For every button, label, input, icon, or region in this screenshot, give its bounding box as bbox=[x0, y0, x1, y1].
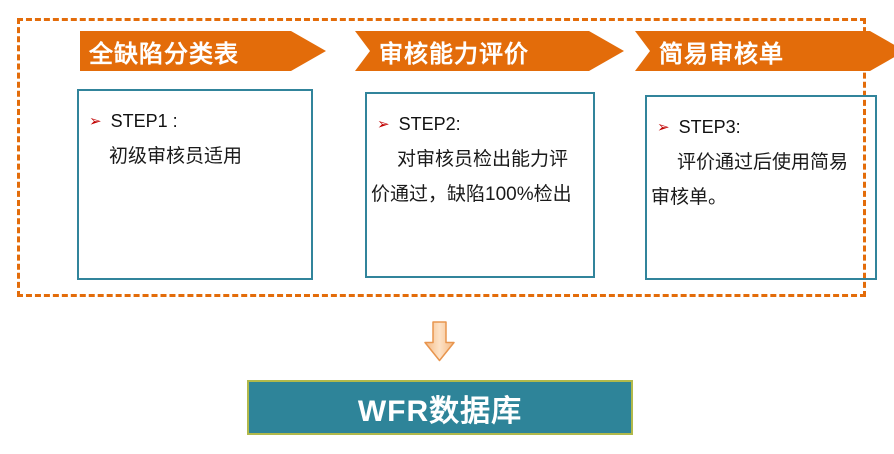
step1-header-label: 全缺陷分类表 bbox=[89, 40, 239, 68]
step3-box: ➢ STEP3: 评价通过后使用简易 审核单。 bbox=[645, 95, 877, 280]
step3-header-chevron: 简易审核单 bbox=[635, 31, 894, 71]
step3-header-label: 简易审核单 bbox=[659, 40, 784, 68]
red-arrow-bullet-icon: ➢ bbox=[89, 113, 102, 130]
down-arrow-icon bbox=[424, 321, 455, 362]
step3-title-row: ➢ STEP3: bbox=[657, 110, 875, 145]
step2-body-line: 对审核员检出能力评 bbox=[397, 149, 569, 170]
red-arrow-bullet-icon: ➢ bbox=[377, 116, 390, 133]
process-dashed-frame bbox=[17, 18, 866, 297]
step3-body-line: 评价通过后使用简易 bbox=[677, 152, 849, 173]
step3-label: STEP3: bbox=[678, 117, 741, 137]
step2-box: ➢ STEP2: 对审核员检出能力评 价通过，缺陷100%检出 bbox=[365, 92, 595, 278]
step2-label: STEP2: bbox=[398, 114, 461, 134]
step1-body-line: 初级审核员适用 bbox=[109, 146, 243, 167]
step1-label: STEP1 : bbox=[110, 111, 178, 131]
step2-title-row: ➢ STEP2: bbox=[377, 107, 593, 142]
red-arrow-bullet-icon: ➢ bbox=[657, 119, 670, 136]
step3-body-line: 审核单。 bbox=[651, 187, 728, 208]
step1-box: ➢ STEP1 : 初级审核员适用 bbox=[77, 89, 313, 280]
step2-header-chevron: 审核能力评价 bbox=[355, 31, 624, 71]
step2-body-line: 价通过，缺陷100%检出 bbox=[371, 184, 572, 205]
step1-title-row: ➢ STEP1 : bbox=[89, 104, 311, 139]
wfr-database-bar: WFR数据库 bbox=[247, 380, 633, 435]
wfr-database-label: WFR数据库 bbox=[357, 394, 523, 428]
step2-header-label: 审核能力评价 bbox=[379, 40, 529, 68]
step1-header-chevron: 全缺陷分类表 bbox=[80, 31, 326, 71]
